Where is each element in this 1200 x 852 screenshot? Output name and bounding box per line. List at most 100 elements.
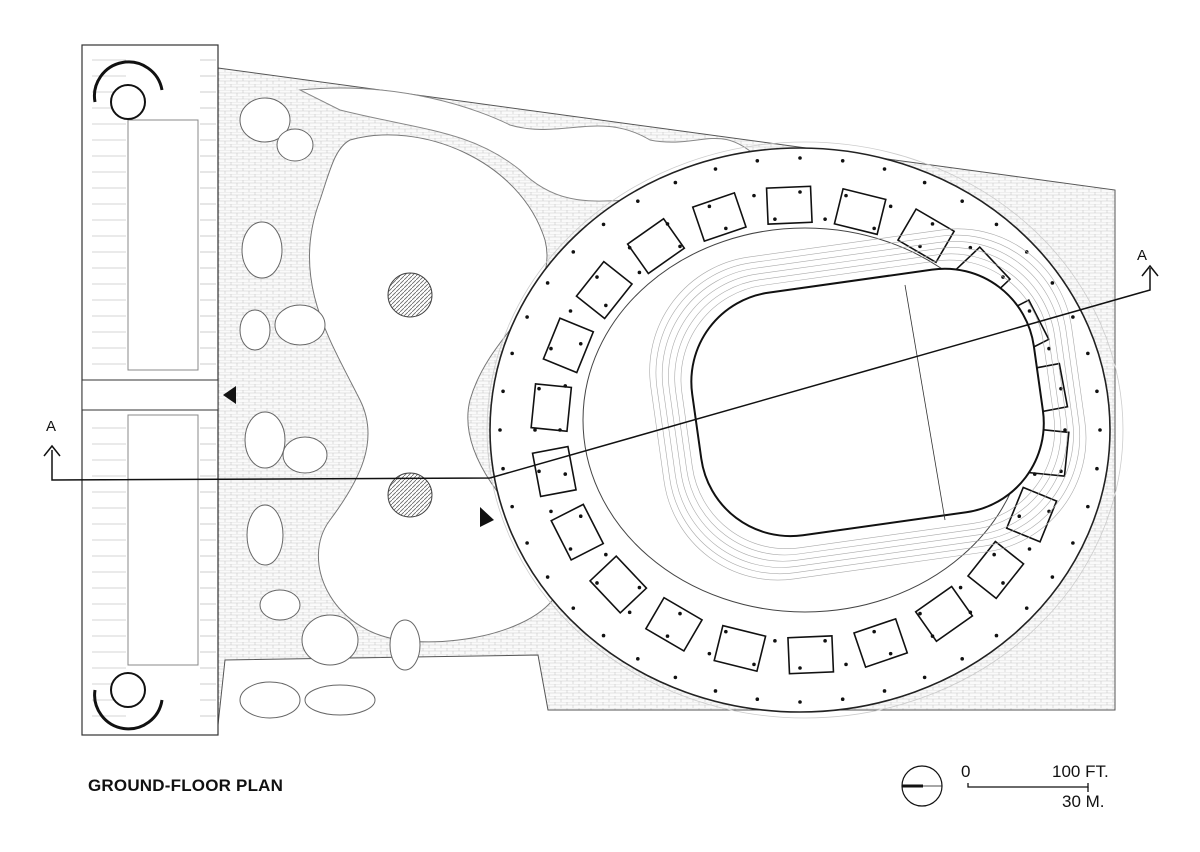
column: [595, 581, 599, 585]
service-room: [644, 596, 704, 653]
column: [994, 633, 999, 638]
column: [798, 666, 802, 670]
column: [752, 193, 756, 198]
column: [533, 428, 537, 432]
column: [930, 634, 935, 638]
service-room: [626, 217, 686, 275]
column: [1071, 541, 1075, 545]
column: [568, 547, 573, 551]
column: [549, 346, 553, 351]
column: [637, 585, 642, 590]
column: [558, 428, 562, 432]
service-room: [852, 617, 909, 669]
column: [968, 610, 973, 615]
seating-row: [680, 259, 1056, 550]
column: [637, 270, 642, 275]
column: [545, 281, 550, 285]
plaza-lawn: [308, 134, 563, 643]
stadium: [486, 141, 1124, 719]
column: [537, 469, 541, 474]
service-room: [966, 540, 1025, 600]
column: [578, 514, 583, 519]
column: [823, 217, 827, 221]
column: [571, 250, 576, 254]
column: [636, 199, 640, 203]
section-line-a: [51, 268, 1151, 481]
section-marker-left: A: [46, 418, 57, 435]
column: [678, 244, 682, 249]
column: [510, 351, 514, 356]
column: [673, 180, 678, 185]
column: [888, 204, 893, 209]
column: [525, 315, 529, 319]
column: [601, 222, 606, 227]
column: [798, 190, 802, 194]
playing-field: [690, 267, 1045, 538]
column: [713, 689, 718, 693]
column: [1050, 281, 1055, 285]
column: [755, 158, 760, 163]
column: [1027, 309, 1032, 313]
column: [537, 386, 541, 391]
tree-groups: [239, 97, 421, 719]
service-room: [588, 554, 648, 614]
column: [1001, 581, 1005, 585]
entrance-triangle-icon: [223, 386, 236, 404]
column: [627, 610, 632, 615]
column: [545, 575, 550, 579]
service-room: [575, 260, 634, 320]
column: [724, 629, 728, 634]
service-room: [531, 445, 577, 498]
scale-zero-label: 0: [961, 762, 971, 781]
scale-bar: [967, 783, 1089, 792]
scale-feet-label: 100 FT.: [1052, 762, 1109, 781]
service-room: [914, 585, 974, 643]
column: [604, 303, 608, 308]
service-room: [713, 624, 767, 673]
column: [665, 222, 670, 226]
column: [882, 167, 887, 171]
column: [501, 389, 505, 394]
column: [636, 657, 640, 661]
column: [1027, 547, 1032, 551]
parking-garage: [81, 44, 219, 736]
service-room: [896, 207, 956, 264]
seating-row: [661, 241, 1074, 568]
column: [773, 217, 777, 221]
fountain-north: [387, 272, 433, 318]
column: [752, 662, 756, 667]
column: [840, 158, 845, 163]
service-room: [530, 382, 573, 433]
column: [968, 245, 973, 250]
column: [1017, 514, 1022, 519]
column: [568, 309, 573, 313]
column: [872, 226, 876, 231]
column: [1095, 466, 1099, 471]
column: [922, 675, 927, 680]
column: [707, 651, 712, 656]
column: [665, 634, 670, 638]
column: [1032, 472, 1037, 476]
column: [823, 639, 827, 643]
column: [498, 428, 502, 432]
column: [960, 657, 964, 661]
section-arrow-icon: [1141, 264, 1159, 277]
column: [798, 700, 802, 704]
seating-row: [655, 234, 1081, 575]
seating-row: [674, 253, 1062, 556]
seating-row: [649, 228, 1087, 581]
column: [994, 222, 999, 227]
service-room: [765, 185, 813, 225]
column: [713, 167, 718, 171]
service-room: [833, 187, 887, 236]
column: [1086, 351, 1090, 356]
column: [840, 697, 845, 702]
column: [930, 222, 935, 226]
column: [525, 541, 529, 545]
fountain-south: [387, 472, 433, 518]
service-room: [542, 317, 595, 374]
column: [888, 651, 893, 656]
column: [627, 245, 632, 250]
column: [563, 472, 568, 476]
